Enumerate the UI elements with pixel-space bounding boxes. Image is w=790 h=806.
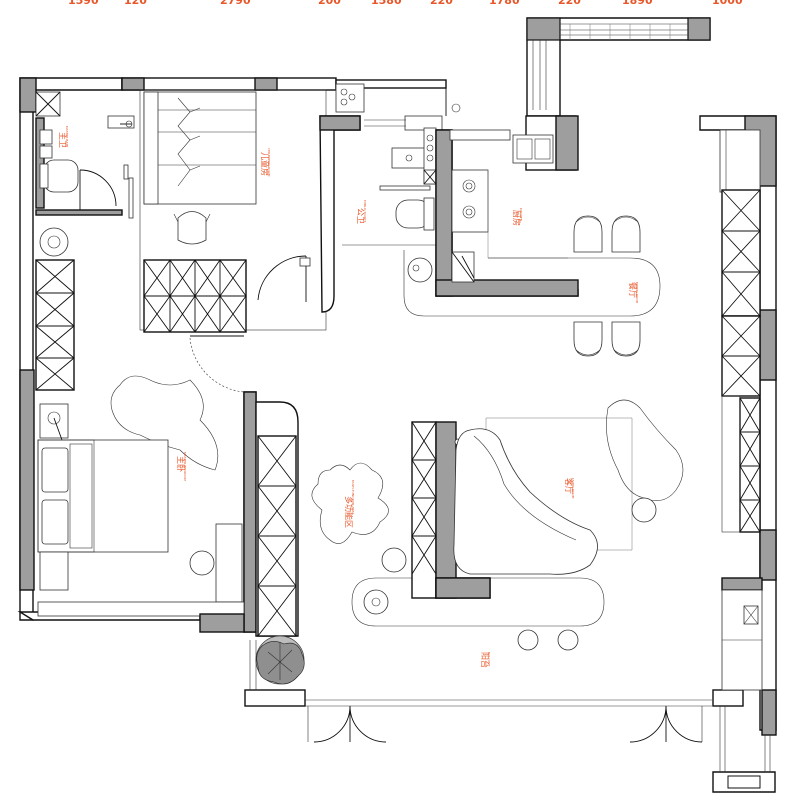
dining-chair bbox=[573, 215, 603, 253]
dining-chair bbox=[611, 321, 641, 357]
dining-chair bbox=[573, 321, 603, 357]
dimension-label: 1890 bbox=[622, 0, 653, 7]
room-label-dining: 餐厅 bbox=[628, 282, 637, 298]
bay-window bbox=[526, 17, 711, 117]
room-label-balcony-en: BALCONY bbox=[487, 652, 491, 666]
room-label-master-bath-en: MASTER BATH bbox=[65, 126, 69, 147]
room-label-multi-area-en: MULTI-FUNCTION AREA bbox=[351, 480, 355, 515]
closet-left bbox=[35, 259, 75, 391]
multi-function-area bbox=[311, 462, 605, 651]
room-label-childrens-room: 儿童房 bbox=[260, 152, 270, 176]
public-toilet bbox=[342, 127, 438, 246]
outer-walls bbox=[17, 77, 777, 793]
dimension-labels: 1590 120 2790 200 1580 220 1780 220 1890… bbox=[68, 0, 743, 7]
dimension-label: 220 bbox=[430, 0, 453, 7]
room-label-public-toilet-en: PUBLIC TOILET bbox=[363, 200, 367, 222]
room-label-kitchen: 厨房 bbox=[512, 210, 522, 226]
balcony bbox=[249, 635, 712, 743]
room-label-public-toilet: 公卫 bbox=[356, 208, 365, 224]
room-label-multi-area: 多功能区 bbox=[344, 496, 354, 528]
room-label-living-en: LIVING ROOM bbox=[571, 478, 575, 499]
closet-center bbox=[255, 401, 299, 637]
right-cabinets bbox=[719, 129, 763, 691]
dining-area bbox=[403, 215, 661, 357]
room-label-childrens-room-en: CHILDREN'S ROOM bbox=[267, 148, 271, 177]
dimension-label: 2790 bbox=[220, 0, 251, 7]
childrens-room bbox=[139, 89, 327, 393]
room-label-master-bedroom: 主卧 bbox=[176, 456, 186, 472]
room-label-balcony: 阳台 bbox=[480, 652, 490, 668]
dimension-label: 1580 bbox=[371, 0, 402, 7]
room-label-dining-en: DINING ROOM bbox=[635, 282, 639, 304]
dimension-label: 220 bbox=[558, 0, 581, 7]
dimension-label: 1590 bbox=[68, 0, 99, 7]
dimension-label: 120 bbox=[124, 0, 147, 7]
room-label-master-bedroom-en: MASTER BEDROOM bbox=[183, 452, 187, 481]
kitchen bbox=[407, 115, 579, 297]
room-label-master-bath: 主卫 bbox=[58, 132, 68, 148]
dimension-label: 1780 bbox=[489, 0, 520, 7]
room-label-kitchen-en: KITCHEN bbox=[519, 208, 523, 221]
living-room bbox=[453, 399, 684, 575]
dining-chair bbox=[611, 215, 641, 253]
master-bedroom bbox=[37, 375, 257, 633]
room-label-living: 客厅 bbox=[564, 478, 574, 494]
interior-walls bbox=[319, 80, 461, 313]
master-bath bbox=[35, 91, 135, 257]
dimension-label: 1000 bbox=[712, 0, 743, 7]
dimension-label: 200 bbox=[318, 0, 341, 7]
